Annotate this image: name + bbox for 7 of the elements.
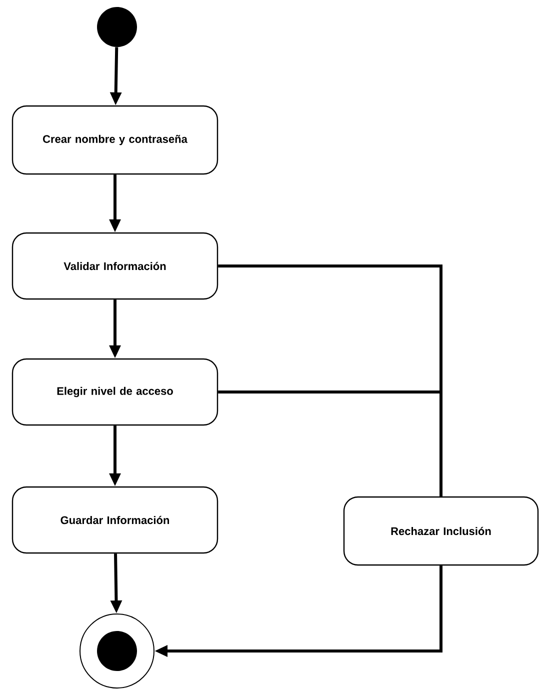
activity-box: Elegir nivel de acceso [12,358,218,426]
activity-box: Guardar Información [12,486,218,554]
activity-box: Crear nombre y contraseña [12,105,218,175]
activity-box: Rechazar Inclusión [343,496,539,566]
activity-box: Validar Información [12,232,218,300]
start-dot [97,7,137,47]
end-dot [80,614,154,688]
